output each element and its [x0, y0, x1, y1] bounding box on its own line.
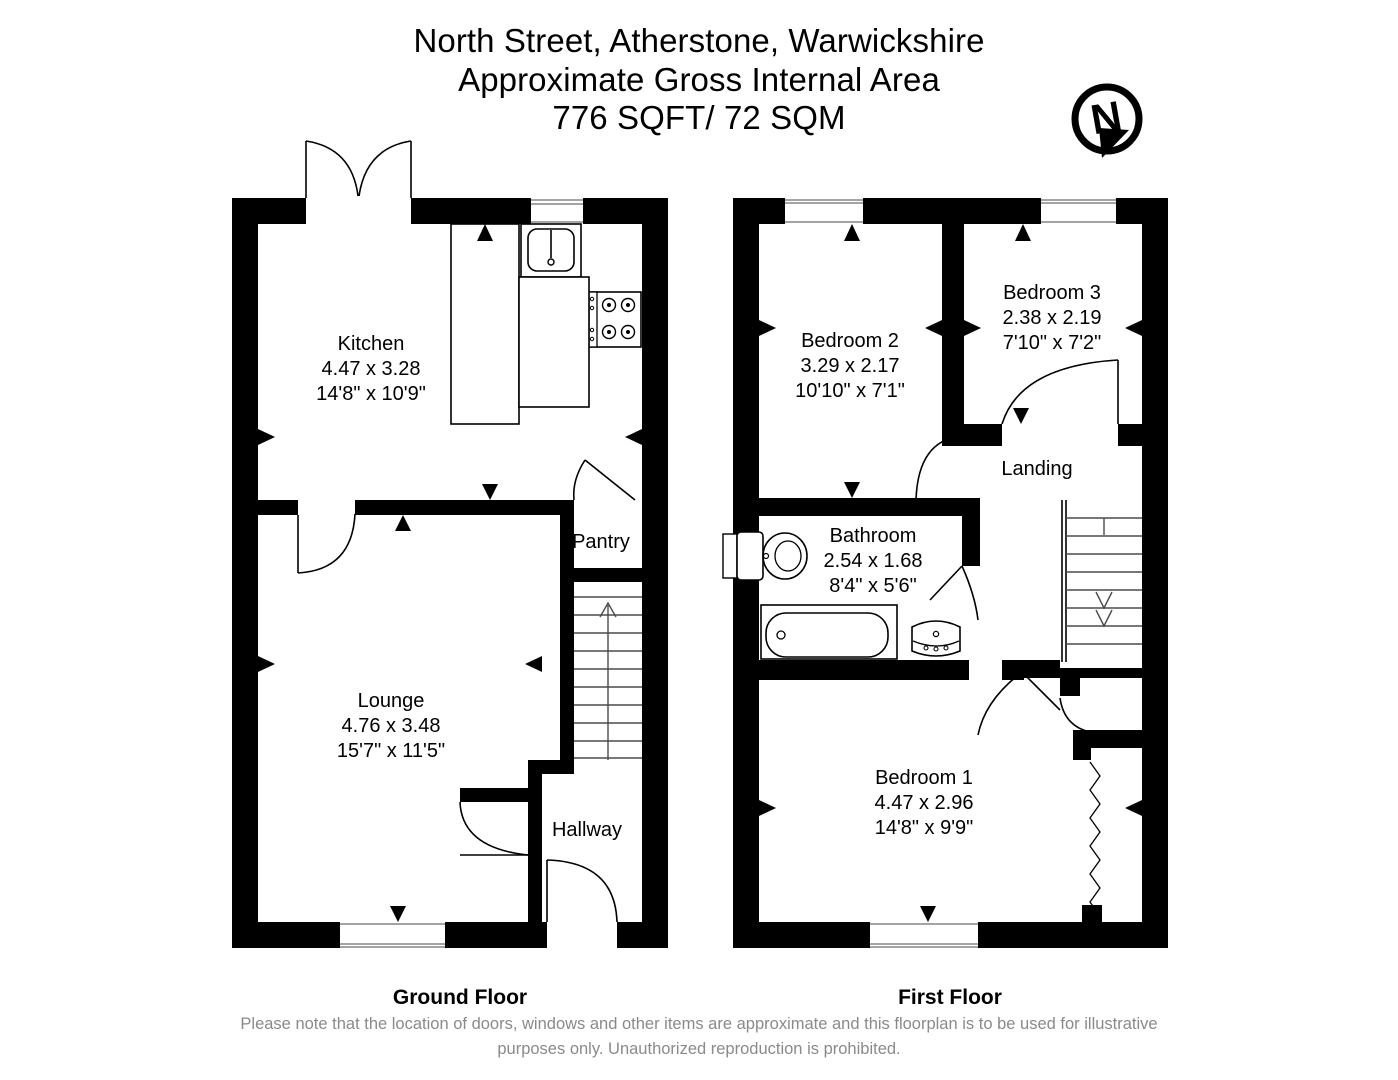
- kitchen-dim-metric: 4.47 x 3.28: [322, 358, 421, 380]
- north-compass-icon: N: [1055, 72, 1165, 182]
- bedroom3-door: [1001, 359, 1119, 425]
- wall-bed2-bottom: [759, 498, 979, 516]
- label-bedroom3: Bedroom 3 2.38 x 2.19 7'10" x 7'2": [1003, 282, 1102, 354]
- bathtub: [760, 604, 898, 660]
- wall-bottom-left-ground: [232, 922, 340, 948]
- dimension-markers-first: [759, 224, 1142, 922]
- bathroom-dim-metric: 2.54 x 1.68: [824, 550, 923, 572]
- staircase-down: [1060, 500, 1142, 668]
- lounge-window: [340, 922, 445, 948]
- kitchen-name: Kitchen: [338, 333, 405, 355]
- bedroom3-dim-imperial: 7'10" x 7'2": [1003, 332, 1102, 354]
- bedroom1-name: Bedroom 1: [875, 767, 973, 789]
- bedroom2-window: [785, 198, 863, 224]
- first-floor-plan: Bedroom 2 3.29 x 2.17 10'10" x 7'1" Bedr…: [722, 198, 1168, 948]
- bedroom1-dim-imperial: 14'8" x 9'9": [875, 817, 974, 839]
- wall-kitchen-lounge-left: [258, 500, 298, 515]
- wall-bottom-right-ground: [617, 922, 668, 948]
- landing-name: Landing: [1001, 458, 1072, 480]
- wall-top-a-first: [733, 198, 785, 224]
- wall-left-ground: [232, 198, 258, 948]
- bathroom-door: [929, 565, 979, 621]
- bedroom1-dim-metric: 4.47 x 2.96: [875, 792, 974, 814]
- wall-top-b-first: [863, 198, 1041, 224]
- wall-top-c-first: [1116, 198, 1168, 224]
- title-block: North Street, Atherstone, Warwickshire A…: [0, 22, 1398, 138]
- pantry-door: [572, 459, 636, 501]
- label-bedroom2: Bedroom 2 3.29 x 2.17 10'10" x 7'1": [795, 330, 905, 402]
- first-floor-caption: First Floor: [898, 986, 1002, 1009]
- wall-bottom-a-first: [733, 922, 870, 948]
- disclaimer-line-1: Please note that the location of doors, …: [240, 1015, 1158, 1033]
- label-bathroom: Bathroom 2.54 x 1.68 8'4" x 5'6": [824, 525, 923, 597]
- hallway-name: Hallway: [552, 819, 622, 841]
- landing-door-2: [1059, 697, 1091, 733]
- bathroom-dim-imperial: 8'4" x 5'6": [829, 575, 916, 597]
- lounge-hallway-door: [459, 801, 542, 857]
- wall-stairs-step-b: [528, 760, 542, 790]
- wall-top-right-a-ground: [411, 198, 531, 224]
- wall-stairs-left: [560, 582, 574, 760]
- wall-top-right-b-ground: [583, 198, 668, 224]
- bedroom1-eaves-line: [1089, 761, 1101, 931]
- kitchen-dim-imperial: 14'8" x 10'9": [316, 383, 426, 405]
- kitchen-window: [531, 198, 583, 224]
- wall-bathroom-right: [962, 498, 980, 566]
- wall-landing-bottom-nib: [1002, 660, 1024, 680]
- toilet: [722, 531, 808, 581]
- label-lounge: Lounge 4.76 x 3.48 15'7" x 11'5": [337, 690, 445, 762]
- disclaimer: Please note that the location of doors, …: [199, 1012, 1199, 1062]
- kitchen-hob: [588, 291, 642, 348]
- area-value: 776 SQFT/ 72 SQM: [552, 99, 846, 137]
- property-address: North Street, Atherstone, Warwickshire: [413, 22, 985, 59]
- bedroom1-door: [977, 671, 1061, 736]
- kitchen-lounge-door: [297, 513, 356, 574]
- wall-bed3-bottom-a: [942, 424, 1002, 446]
- front-door: [546, 859, 618, 923]
- kitchen-french-doors: [305, 140, 412, 198]
- wash-basin: [911, 620, 961, 657]
- wall-hall-lounge: [460, 788, 542, 802]
- dimension-markers-ground: [258, 224, 642, 922]
- wall-bottom-mid-ground: [445, 922, 547, 948]
- bedroom2-name: Bedroom 2: [801, 330, 899, 352]
- bedroom2-dim-metric: 3.29 x 2.17: [801, 355, 900, 377]
- kitchen-worktop: [450, 223, 520, 425]
- wall-landing-nib-b: [1073, 730, 1091, 760]
- wall-pantry-left: [560, 500, 574, 582]
- pantry-name: Pantry: [572, 531, 630, 553]
- wall-bathroom-bottom: [759, 660, 969, 680]
- wall-landing-nib-a: [1060, 676, 1080, 696]
- bedroom2-door: [915, 435, 963, 504]
- wall-kitchen-lounge-right: [355, 500, 572, 515]
- bedroom2-dim-imperial: 10'10" x 7'1": [795, 380, 905, 402]
- staircase-up: [574, 582, 642, 760]
- wall-right-first: [1142, 198, 1168, 948]
- kitchen-sink: [520, 223, 582, 278]
- wall-bottom-b-first: [978, 922, 1168, 948]
- ground-floor-caption: Ground Floor: [392, 986, 528, 1009]
- wall-bed2-bed3: [942, 224, 964, 436]
- area-label: Approximate Gross Internal Area: [458, 60, 940, 98]
- kitchen-units-lower: [518, 276, 590, 408]
- lounge-dim-metric: 4.76 x 3.48: [342, 715, 441, 737]
- label-bedroom1: Bedroom 1 4.47 x 2.96 14'8" x 9'9": [875, 767, 974, 839]
- bedroom3-dim-metric: 2.38 x 2.19: [1003, 307, 1102, 329]
- wall-right-ground: [642, 198, 668, 948]
- ground-floor-plan: Kitchen 4.47 x 3.28 14'8" x 10'9" Lounge…: [232, 140, 668, 948]
- disclaimer-line-2: purposes only. Unauthorized reproduction…: [497, 1039, 901, 1058]
- label-kitchen: Kitchen 4.47 x 3.28 14'8" x 10'9": [316, 333, 426, 405]
- wall-bed3-bottom-b: [1118, 424, 1168, 446]
- lounge-dim-imperial: 15'7" x 11'5": [337, 740, 445, 762]
- bedroom3-window: [1041, 198, 1116, 224]
- wall-top-left-ground: [232, 198, 306, 224]
- bedroom1-window: [870, 922, 978, 948]
- bedroom3-name: Bedroom 3: [1003, 282, 1101, 304]
- bathroom-name: Bathroom: [830, 525, 917, 547]
- lounge-name: Lounge: [358, 690, 425, 712]
- wall-pantry-bottom: [560, 568, 642, 582]
